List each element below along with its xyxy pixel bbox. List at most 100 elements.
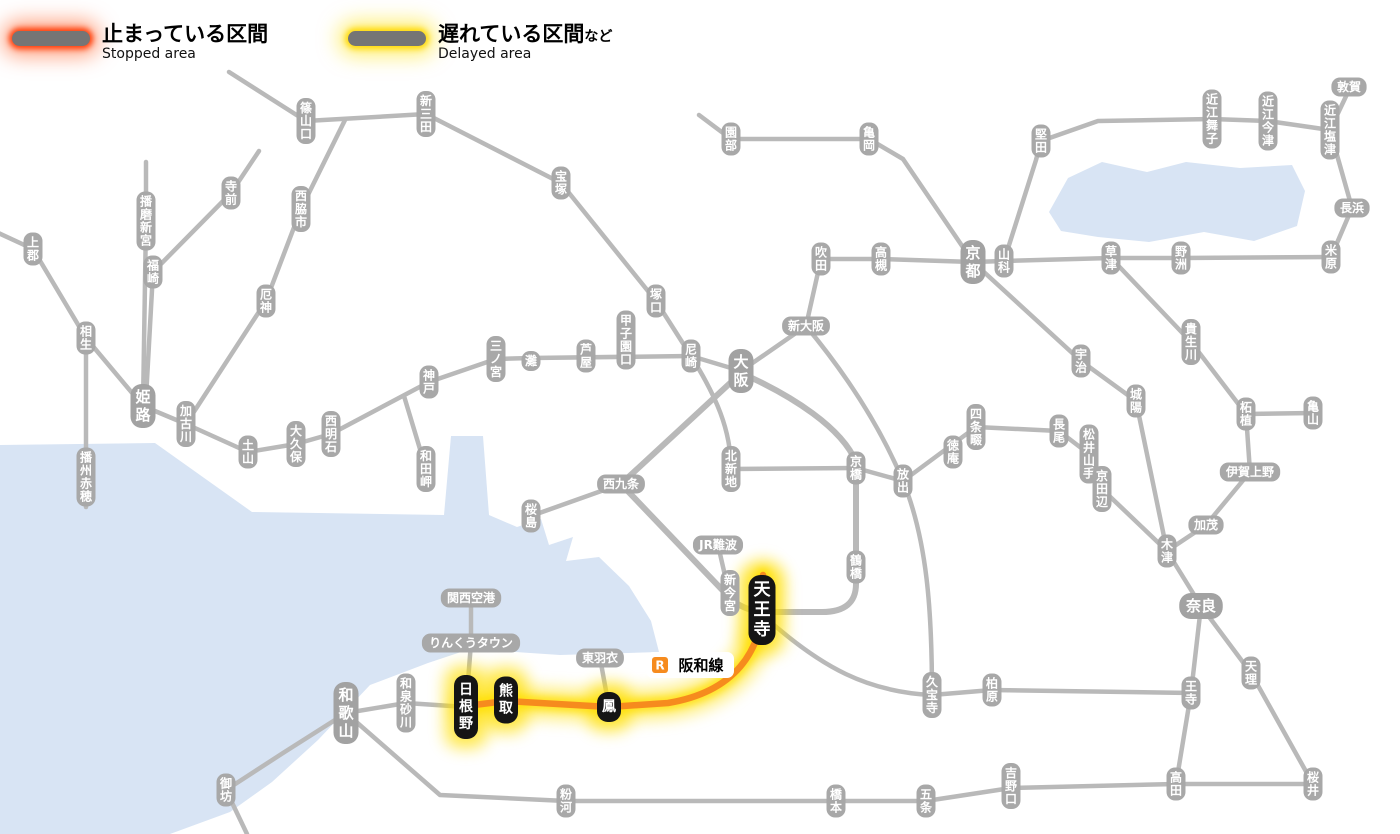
svg-text:鳳: 鳳	[602, 699, 616, 715]
station-pill: りんくうタウン	[421, 633, 521, 653]
svg-text:播州赤穂: 播州赤穂	[79, 450, 93, 504]
svg-text:新今宮: 新今宮	[723, 572, 737, 613]
svg-text:姫路: 姫路	[135, 388, 151, 424]
station-pill: 草津	[1101, 241, 1121, 275]
station-pill: 木津	[1157, 534, 1177, 568]
station-pill: 北新地	[721, 446, 741, 492]
station-pill: 新今宮	[720, 570, 740, 616]
svg-text:大久保: 大久保	[289, 423, 303, 464]
station-pill: 塚口	[646, 284, 666, 318]
svg-text:伊賀上野: 伊賀上野	[1225, 464, 1274, 479]
station-pill: 久宝寺	[922, 672, 942, 718]
station-pill: 姫路	[130, 384, 156, 428]
station-pill: 御坊	[216, 773, 236, 807]
line-tozai	[688, 353, 859, 472]
svg-text:高田: 高田	[1170, 770, 1182, 798]
svg-text:京橋: 京橋	[850, 454, 863, 482]
svg-text:貴生川: 貴生川	[1184, 321, 1197, 362]
svg-text:御坊: 御坊	[219, 776, 232, 804]
legend-stopped-label-en: Stopped area	[102, 46, 196, 63]
station-pill: 尼崎	[681, 339, 701, 373]
station-pill: 野洲	[1171, 241, 1191, 275]
station-pill: 熊取	[494, 676, 518, 724]
station-pill: 和泉砂川	[396, 673, 416, 733]
station-pill: 吉野口	[1001, 763, 1021, 809]
svg-text:りんくうタウン: りんくうタウン	[429, 636, 513, 650]
svg-text:日根野: 日根野	[459, 682, 474, 732]
station-pill: 米原	[1321, 240, 1341, 274]
legend-delayed-label-ja: 遅れている区間など	[438, 22, 613, 46]
svg-text:阪和線: 阪和線	[678, 657, 723, 675]
svg-text:新三田: 新三田	[420, 93, 432, 134]
station-pill: 加古川	[176, 401, 196, 447]
station-pill: 天理	[1241, 656, 1261, 690]
station-pill: 貴生川	[1181, 319, 1201, 365]
svg-text:三ノ宮: 三ノ宮	[490, 339, 502, 379]
station-pill: 寺前	[221, 176, 241, 210]
line-kansai-main	[1164, 410, 1316, 554]
station-pill: 神戸	[419, 365, 439, 399]
svg-text:長尾: 長尾	[1053, 417, 1066, 445]
station-pill: 粉河	[556, 784, 576, 818]
station-pill: 新三田	[416, 91, 436, 137]
svg-text:粉河: 粉河	[559, 787, 572, 815]
line-kisei	[223, 710, 349, 834]
svg-text:吉野口: 吉野口	[1005, 765, 1017, 806]
legend-stopped: 止まっている区間 Stopped area	[12, 22, 268, 63]
svg-text:芦屋: 芦屋	[580, 342, 592, 370]
svg-text:柏原: 柏原	[986, 676, 998, 704]
svg-text:R: R	[655, 659, 664, 673]
svg-text:JR難波: JR難波	[698, 537, 738, 552]
station-pill: 王寺	[1181, 676, 1201, 710]
station-pill: 灘	[521, 351, 541, 371]
svg-text:天王寺: 天王寺	[754, 580, 772, 640]
svg-text:山科: 山科	[998, 247, 1010, 275]
svg-text:亀岡: 亀岡	[863, 125, 875, 153]
station-pill: 東羽衣	[576, 648, 624, 668]
station-pill: 桜井	[1303, 767, 1323, 801]
station-pill: 放出	[893, 464, 913, 498]
svg-text:西明石: 西明石	[324, 414, 337, 454]
station-pill: 近江塩津	[1320, 100, 1340, 160]
legend-delayed-label-suffix: など	[584, 29, 613, 45]
station-pill: 和田岬	[416, 446, 436, 492]
svg-text:関西空港: 関西空港	[447, 590, 496, 605]
osaka-bay	[0, 436, 659, 834]
station-pill: 関西空港	[440, 588, 502, 608]
station-pill: 加茂	[1188, 515, 1224, 535]
station-pill: 宝塚	[551, 166, 571, 200]
station-pill: 天王寺	[748, 575, 776, 645]
station-pill: 徳庵	[943, 435, 963, 469]
svg-text:敦賀: 敦賀	[1337, 79, 1361, 94]
line-kakogawa	[183, 117, 348, 427]
svg-text:園部: 園部	[725, 126, 737, 153]
lake-biwa	[1049, 162, 1305, 242]
station-pill: 甲子園口	[616, 310, 636, 370]
svg-text:吹田: 吹田	[815, 245, 828, 273]
station-pill: 福崎	[143, 255, 163, 289]
svg-text:土山: 土山	[242, 438, 254, 466]
svg-text:橋本: 橋本	[830, 787, 843, 815]
station-pill: 日根野	[454, 675, 478, 739]
svg-text:和田岬: 和田岬	[419, 448, 432, 489]
station-pill: 松井山手	[1079, 424, 1099, 484]
legend-delayed: 遅れている区間など Delayed area	[348, 22, 612, 63]
svg-text:五条: 五条	[919, 788, 933, 815]
legend-stopped-text: 止まっている区間 Stopped area	[102, 22, 268, 63]
svg-text:厄神: 厄神	[260, 288, 272, 315]
svg-text:和泉砂川: 和泉砂川	[399, 676, 413, 730]
station-pill: 高槻	[871, 242, 891, 276]
svg-text:神戸: 神戸	[423, 368, 435, 396]
svg-text:松井山手: 松井山手	[1083, 427, 1095, 481]
station-pill: 播州赤穂	[76, 447, 96, 507]
svg-text:野洲: 野洲	[1175, 245, 1187, 272]
svg-text:宝塚: 宝塚	[555, 169, 567, 197]
station-pill: 桜島	[521, 499, 541, 533]
svg-text:北新地: 北新地	[725, 448, 737, 489]
station-pill: 西九条	[597, 474, 645, 494]
svg-text:東羽衣: 東羽衣	[582, 650, 618, 665]
station-pill: 新大阪	[782, 316, 830, 336]
svg-text:亀山: 亀山	[1307, 399, 1319, 427]
station-pill: 吹田	[811, 242, 831, 276]
